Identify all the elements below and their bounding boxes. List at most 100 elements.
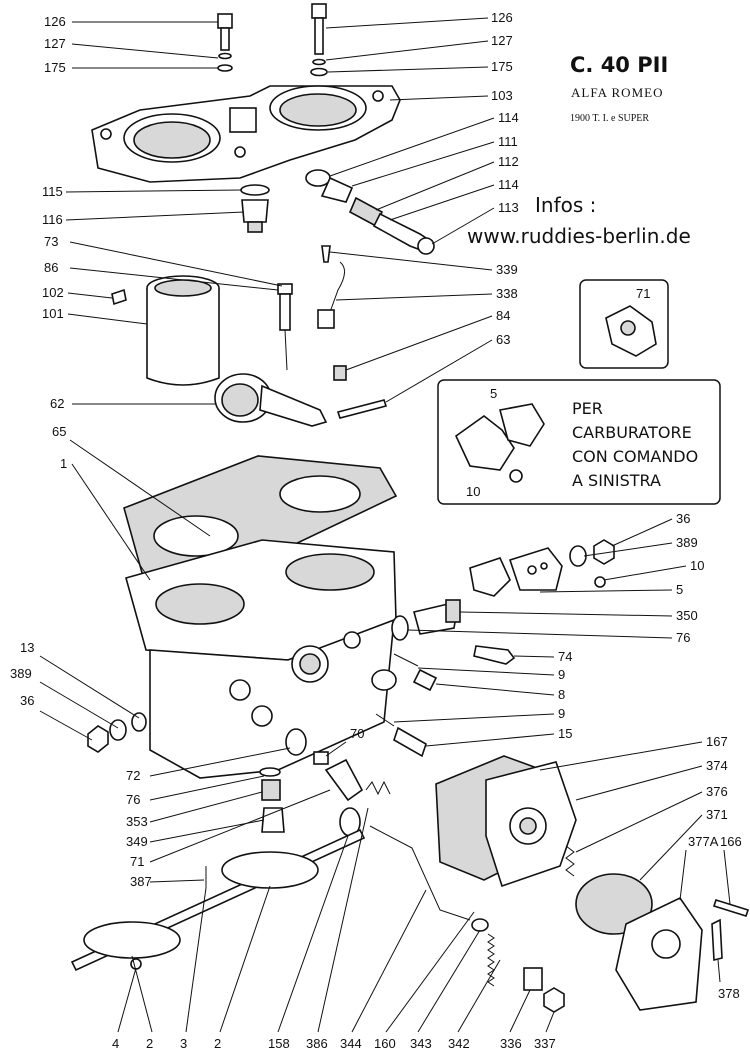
leader-line (329, 117, 495, 177)
model-title: C. 40 PII (570, 53, 668, 77)
callout-label: 160 (374, 1036, 396, 1051)
callout-label: 70 (350, 726, 364, 741)
callout-label: 337 (534, 1036, 556, 1051)
leader-line (513, 655, 555, 658)
callout-label: 65 (52, 424, 66, 439)
inset-left-text-2: CARBURATORE (572, 423, 692, 442)
callout-label: 112 (498, 154, 519, 169)
leader-line (335, 293, 493, 301)
leader-line (603, 565, 687, 581)
leader-line (425, 733, 555, 747)
leader-line (185, 887, 207, 1033)
screw-102 (111, 288, 127, 306)
lower-fittings (259, 728, 364, 833)
inset-71-label: 71 (636, 286, 650, 301)
leader-line (149, 775, 265, 801)
leader-line (131, 955, 153, 1033)
callout-label: 76 (126, 792, 140, 807)
leader-line (149, 791, 263, 823)
side-nut-group (87, 712, 147, 753)
leader-line (277, 835, 349, 1033)
inset-left-label-10: 10 (466, 484, 480, 499)
leader-line (65, 189, 243, 193)
callout-label: 126 (491, 10, 513, 25)
callout-label: 378 (718, 986, 740, 1001)
callout-label: 167 (706, 734, 728, 749)
callout-label: 5 (676, 582, 683, 597)
float-62 (214, 373, 328, 427)
leader-line (459, 611, 673, 617)
leader-line (71, 43, 219, 59)
callout-label: 1 (60, 456, 67, 471)
leader-line (117, 967, 137, 1033)
callout-label: 387 (130, 874, 152, 889)
callout-label: 344 (340, 1036, 362, 1051)
inset-box-left-carb: 5 10 PER CARBURATORE CON COMANDO A SINIS… (437, 379, 721, 505)
idle-screw-8 (393, 653, 438, 692)
float-chamber-sleeve (146, 275, 220, 386)
callout-label: 3 (180, 1036, 187, 1051)
leader-line (351, 141, 495, 187)
callout-label: 73 (44, 234, 58, 249)
banjo-bolt-350 (391, 599, 461, 641)
pump-rod-parts (471, 918, 565, 1013)
leader-line (69, 267, 279, 291)
callout-label: 126 (44, 14, 66, 29)
leader-line (639, 814, 703, 881)
info-url: www.ruddies-berlin.de (467, 224, 691, 248)
clip-338 (317, 245, 345, 329)
rod-344 (369, 825, 471, 921)
leader-line (39, 710, 93, 741)
callout-label: 101 (42, 306, 64, 321)
leader-line (39, 681, 119, 729)
callout-label: 9 (558, 706, 565, 721)
leader-line (375, 161, 495, 211)
callout-label: 102 (42, 285, 64, 300)
leader-line (435, 683, 555, 696)
leader-line (417, 667, 555, 676)
variant-subtitle: 1900 T. I. e SUPER (570, 113, 649, 124)
leader-line (393, 713, 555, 723)
inset-left-text-1: PER (572, 399, 603, 418)
leader-line (611, 518, 673, 547)
leader-line (317, 807, 369, 1033)
leader-line (149, 747, 291, 777)
callout-label: 113 (498, 200, 519, 215)
leader-lines (39, 17, 731, 1033)
seat-and-washer (240, 184, 270, 233)
leader-line (575, 791, 703, 853)
leader-line (39, 655, 140, 719)
callout-label: 371 (706, 807, 728, 822)
leader-line (575, 765, 703, 801)
callout-label: 338 (496, 286, 518, 301)
callout-label: 2 (146, 1036, 153, 1051)
callout-label: 62 (50, 396, 64, 411)
callout-label: 175 (44, 60, 66, 75)
callout-label: 72 (126, 768, 140, 783)
leader-line (545, 1011, 555, 1033)
leader-line (325, 741, 347, 757)
leader-line (69, 439, 211, 537)
leader-line (539, 589, 673, 593)
leader-line (385, 339, 493, 403)
gasket-65 (123, 455, 398, 581)
callout-labels: 1261271751261271751031141111121141131151… (10, 10, 742, 1051)
screw-74 (473, 645, 516, 665)
bolt-left (217, 13, 233, 72)
callout-label: 127 (491, 33, 513, 48)
callout-label: 10 (690, 558, 704, 573)
leader-line (407, 629, 673, 639)
inset-left-label-5: 5 (490, 386, 497, 401)
leader-line (67, 292, 113, 299)
leader-line (389, 95, 489, 101)
leader-line (509, 989, 531, 1033)
leader-line (539, 741, 703, 771)
leader-line (679, 849, 687, 901)
leader-line (389, 184, 495, 221)
leader-line (385, 911, 475, 1033)
pin-63 (336, 399, 388, 419)
callout-label: 349 (126, 834, 148, 849)
callout-label: 114 (498, 110, 519, 125)
callout-label: 389 (10, 666, 32, 681)
